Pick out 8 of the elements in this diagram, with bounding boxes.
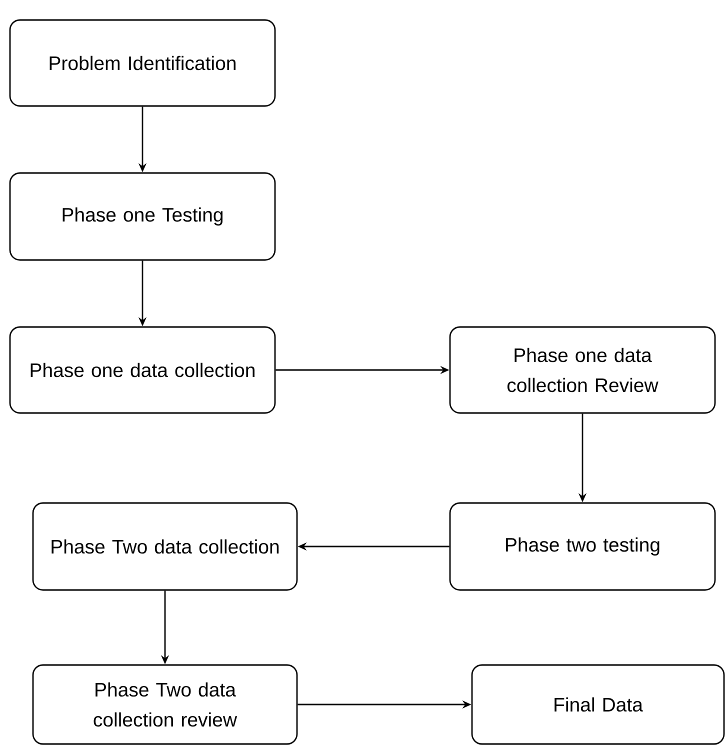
process-box: Problem Identification	[9, 19, 276, 107]
process-box: Phase Two data collection review	[32, 664, 298, 745]
process-box: Phase Two data collection	[32, 502, 298, 591]
process-box: Phase one data collection Review	[449, 326, 716, 414]
process-box: Phase two testing	[449, 502, 716, 591]
process-box: Phase one Testing	[9, 172, 276, 261]
process-box: Final Data	[471, 664, 725, 745]
process-box: Phase one data collection	[9, 326, 276, 414]
